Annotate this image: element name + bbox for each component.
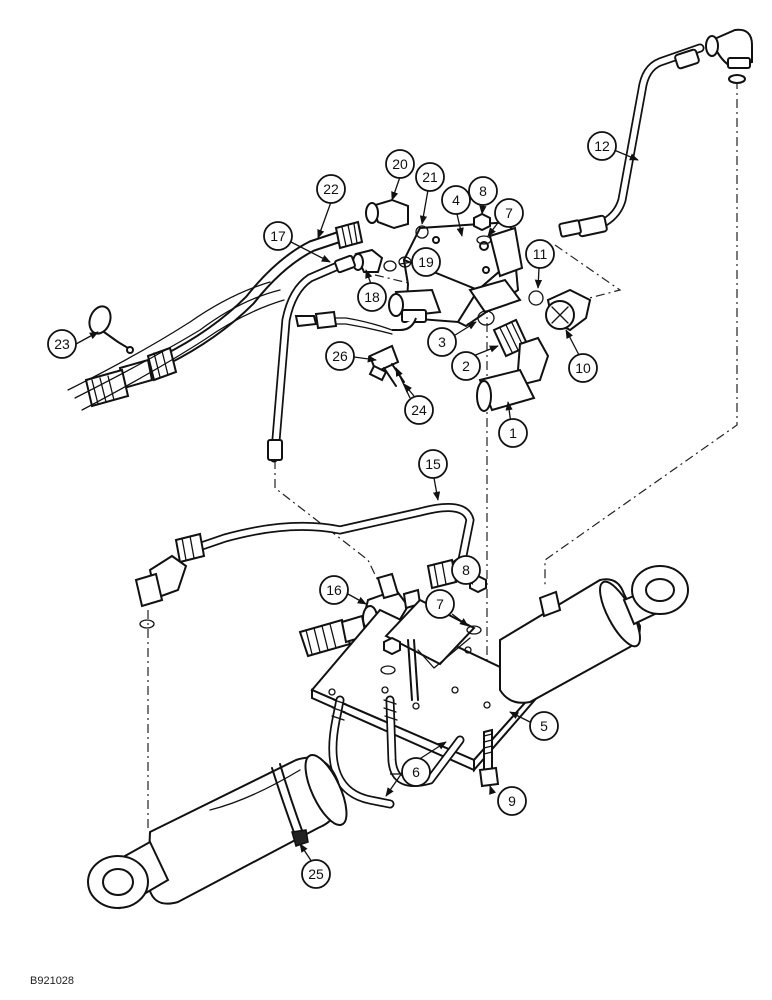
control-valve-body: [388, 220, 524, 331]
callout-26: 26: [325, 341, 355, 371]
svg-text:6: 6: [412, 764, 420, 780]
svg-text:11: 11: [533, 246, 548, 262]
callout-5: 5: [529, 711, 559, 741]
svg-text:17: 17: [270, 228, 286, 244]
callout-9: 9: [497, 786, 527, 816]
svg-text:24: 24: [411, 402, 427, 418]
svg-text:22: 22: [323, 181, 339, 197]
callout-6: 6: [401, 757, 431, 787]
callout-8-top: 8: [468, 176, 498, 206]
callout-7-top: 7: [494, 198, 524, 228]
callout-23: 23: [47, 329, 77, 359]
svg-text:8: 8: [479, 183, 487, 199]
svg-text:5: 5: [540, 718, 548, 734]
svg-text:21: 21: [422, 169, 438, 185]
svg-text:3: 3: [438, 334, 446, 350]
svg-text:7: 7: [436, 596, 444, 612]
callout-18: 18: [357, 282, 387, 312]
tube-15: [174, 503, 475, 590]
svg-text:8: 8: [462, 562, 470, 578]
callout-22: 22: [316, 174, 346, 204]
callout-17: 17: [263, 221, 293, 251]
drawing-code: B921028: [30, 975, 75, 987]
svg-text:15: 15: [425, 456, 441, 472]
svg-text:16: 16: [326, 582, 342, 598]
callout-21: 21: [415, 162, 445, 192]
callout-15: 15: [418, 449, 448, 479]
callout-12: 12: [587, 131, 617, 161]
callout-11: 11: [525, 239, 555, 269]
callout-4: 4: [441, 185, 471, 215]
svg-text:23: 23: [54, 336, 70, 352]
elbow-fitting-top-right: [705, 28, 753, 84]
cylinder-right: [499, 565, 689, 704]
svg-text:25: 25: [308, 866, 324, 882]
callouts: 1 2 3 4 5 6 7 7 8 8 9 10: [47, 131, 639, 889]
svg-text:26: 26: [332, 348, 348, 364]
svg-text:10: 10: [575, 360, 591, 376]
svg-text:7: 7: [505, 205, 513, 221]
svg-text:2: 2: [462, 358, 470, 374]
fittings-around-valve: [352, 198, 592, 412]
cylinder-left: [87, 754, 348, 910]
callout-8-lower: 8: [451, 555, 481, 585]
svg-text:18: 18: [364, 289, 380, 305]
svg-text:20: 20: [392, 156, 408, 172]
svg-text:12: 12: [594, 138, 610, 154]
callout-3: 3: [427, 327, 457, 357]
callout-16: 16: [319, 575, 349, 605]
svg-text:19: 19: [418, 254, 434, 270]
callout-25: 25: [301, 859, 331, 889]
callout-1: 1: [498, 418, 528, 448]
tube-17: [267, 254, 356, 463]
callout-2: 2: [451, 351, 481, 381]
tie-strap-25: [271, 763, 309, 847]
elbow-fitting-left: [134, 554, 188, 629]
hose-sleeve-left: [67, 281, 285, 411]
callout-7-lower: 7: [425, 589, 455, 619]
callout-24: 24: [404, 395, 434, 425]
svg-text:4: 4: [452, 192, 460, 208]
tube-upper-right: [558, 43, 705, 238]
callout-10: 10: [568, 353, 598, 383]
callout-20: 20: [385, 149, 415, 179]
tie-strap-23: [88, 305, 134, 354]
wire-harness: [294, 310, 393, 335]
svg-text:9: 9: [508, 793, 516, 809]
svg-text:1: 1: [509, 425, 517, 441]
bolt-9: [478, 728, 500, 788]
connector-24-26: [368, 344, 405, 387]
callout-19: 19: [411, 247, 441, 277]
u-bolt-6: [328, 695, 465, 809]
